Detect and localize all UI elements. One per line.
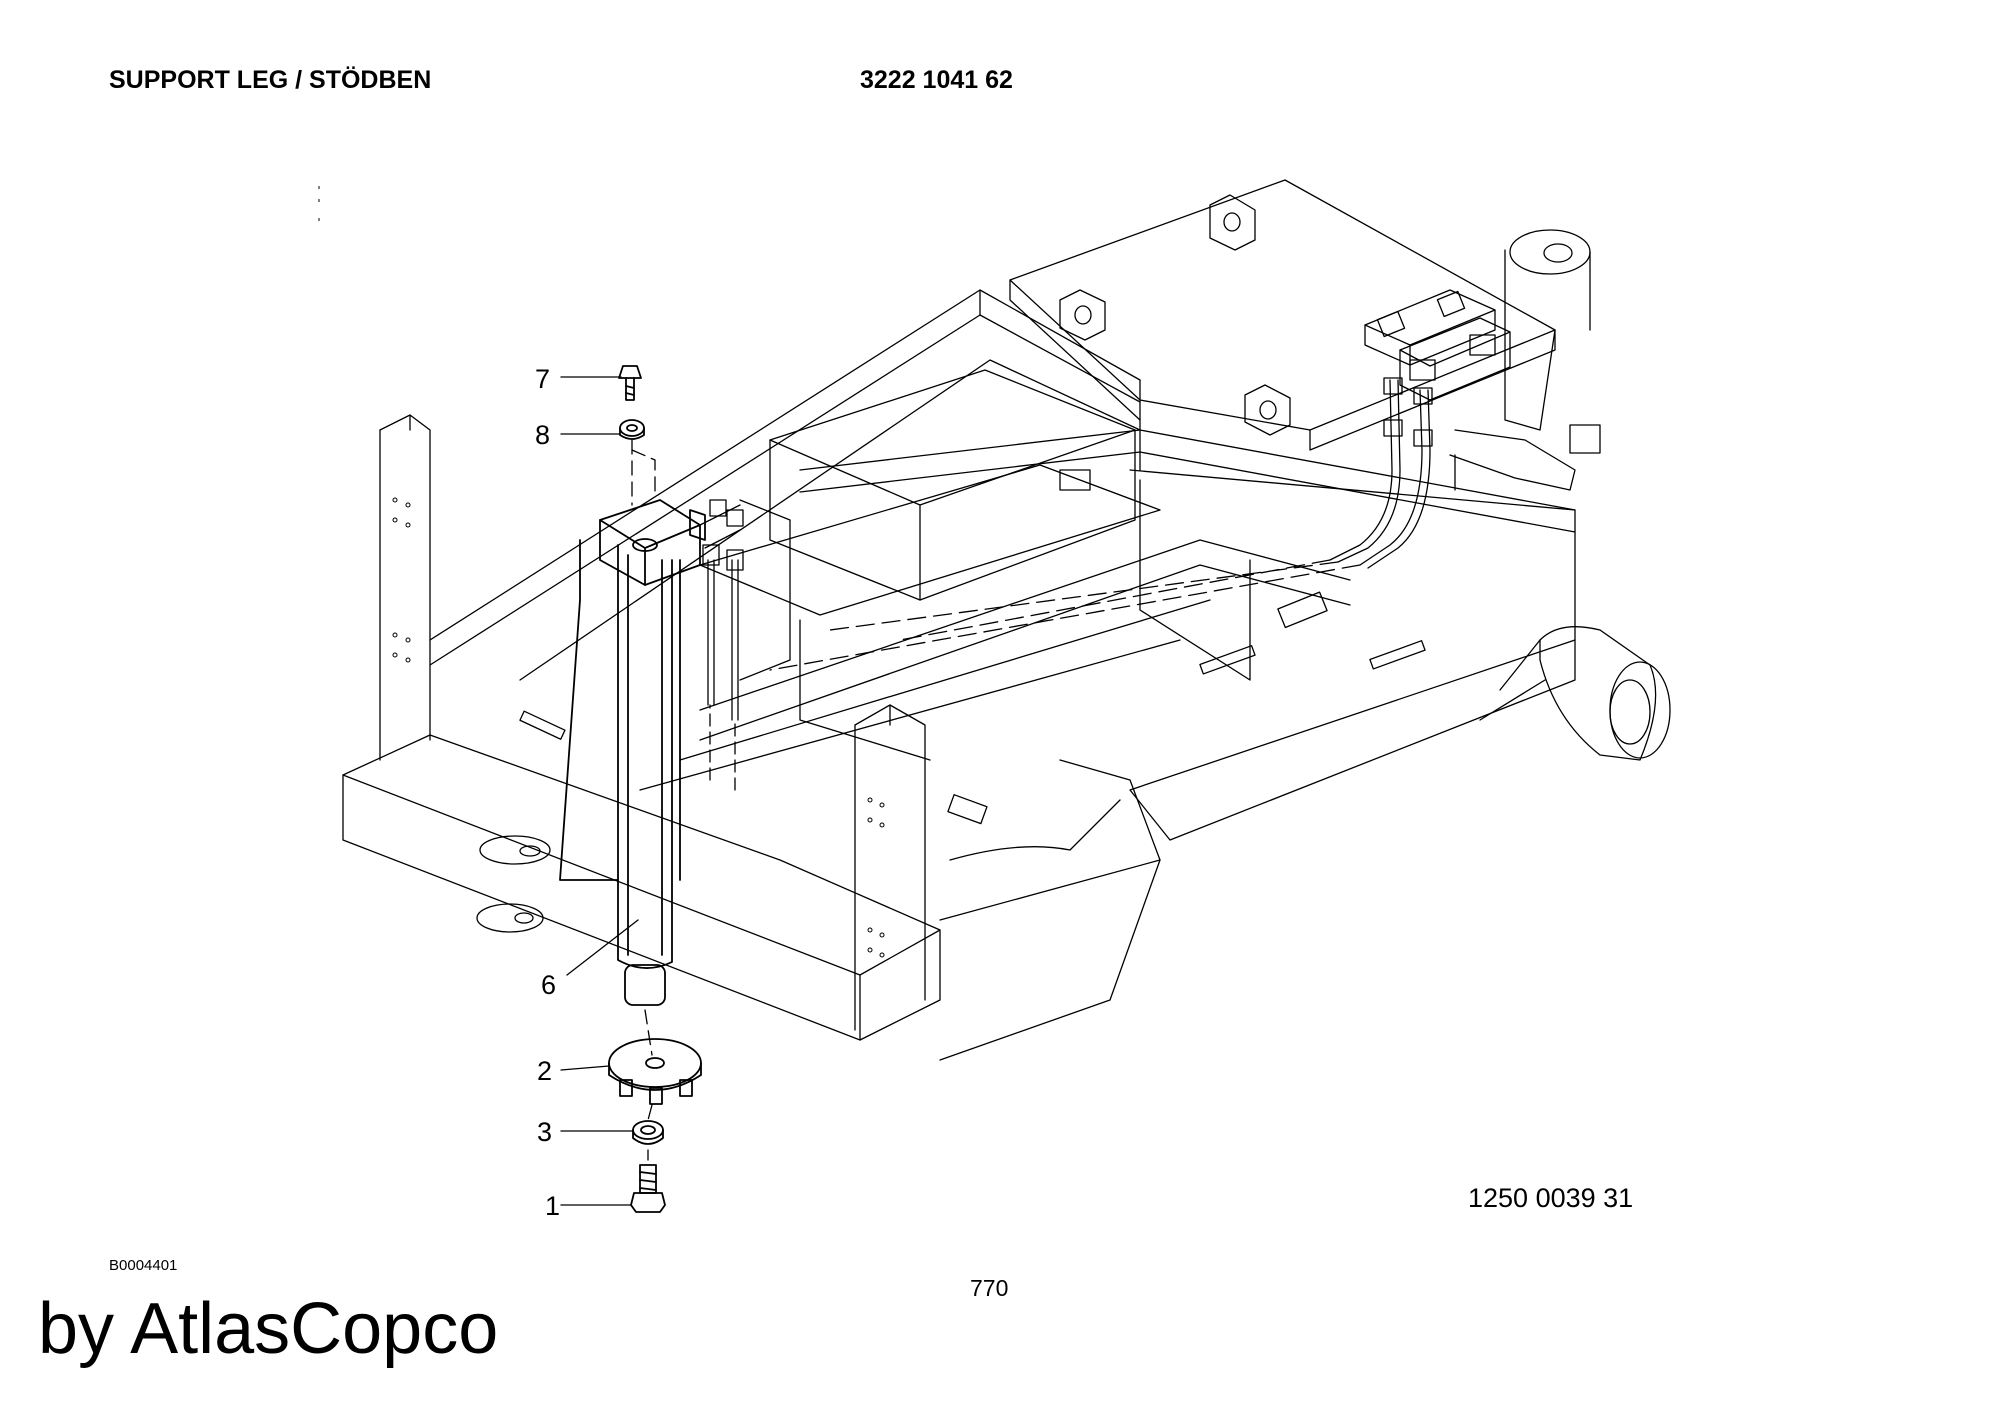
hydraulic-hoses: [769, 377, 1433, 671]
bolt-1: [630, 1164, 666, 1213]
lower-tray: [939, 639, 1576, 1061]
part-number: 3222 1041 62: [860, 66, 1013, 94]
assembly-axis: [631, 439, 656, 1161]
cross-members: [519, 369, 1426, 825]
front-cross-frame: [342, 414, 941, 1041]
frame-rails: [429, 289, 1576, 791]
brand-caption: by AtlasCopco: [38, 1289, 499, 1369]
callout-2: 2: [537, 1056, 552, 1086]
page-title: SUPPORT LEG / STÖDBEN: [109, 66, 432, 94]
drawing-number: 1250 0039 31: [1468, 1183, 1634, 1213]
cylinder-pipes: [699, 499, 791, 791]
washer-3: [632, 1120, 664, 1145]
callout-3: 3: [537, 1117, 552, 1147]
page-number: 770: [970, 1275, 1009, 1301]
image-id: B0004401: [109, 1257, 178, 1274]
callout-6: 6: [541, 970, 556, 1000]
valve-block: [1364, 289, 1511, 401]
callout-7: 7: [535, 364, 550, 394]
leader-lines: [560, 376, 639, 1206]
support-leg-cylinder: [559, 499, 706, 1006]
bolt-7: [618, 365, 642, 401]
washer-8: [619, 419, 645, 440]
callout-1: 1: [545, 1191, 560, 1221]
callout-8: 8: [535, 420, 550, 450]
rear-handrail: [1449, 424, 1601, 491]
foot-plate: [608, 1038, 702, 1105]
axle-hub: [1479, 626, 1671, 761]
